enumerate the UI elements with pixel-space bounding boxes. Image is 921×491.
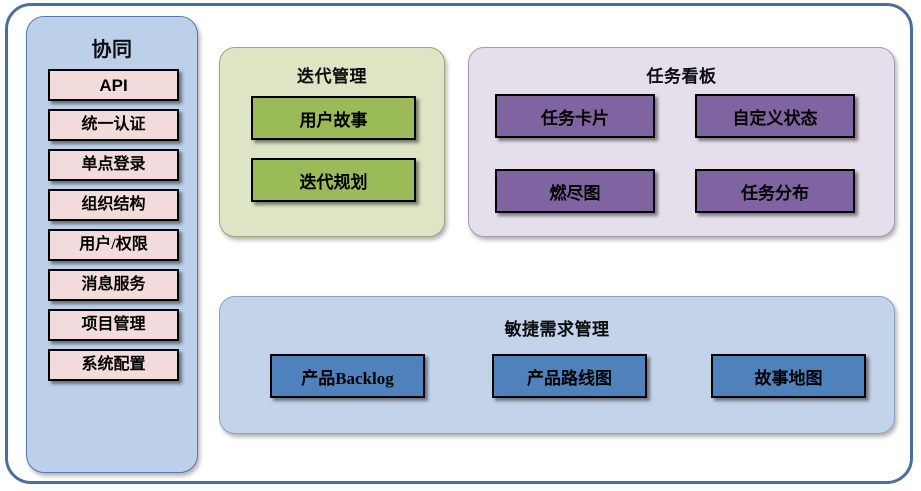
agile-item-label: 故事地图 xyxy=(754,368,823,388)
sidebar-item-label: 统一认证 xyxy=(81,116,146,133)
sidebar-item-user-permissions[interactable]: 用户/权限 xyxy=(48,229,179,261)
iteration-item-iteration-planning[interactable]: 迭代规划 xyxy=(251,158,416,202)
sidebar-item-label: 项目管理 xyxy=(81,316,146,333)
taskboard-item-task-distribution[interactable]: 任务分布 xyxy=(695,169,855,213)
taskboard-item-label: 任务分布 xyxy=(741,183,809,203)
agile-panel-title: 敏捷需求管理 xyxy=(504,320,610,339)
sidebar-item-message-service[interactable]: 消息服务 xyxy=(48,269,179,301)
taskboard-item-label: 燃尽图 xyxy=(549,183,601,203)
taskboard-item-custom-status[interactable]: 自定义状态 xyxy=(695,94,855,138)
sidebar-item-unified-auth[interactable]: 统一认证 xyxy=(48,109,179,141)
iteration-item-label: 迭代规划 xyxy=(299,172,368,192)
sidebar-panel-collaboration[interactable]: 协同 API 统一认证 单点登录 组织结构 用户/权限 消息服务 项目管理 xyxy=(26,16,198,473)
agile-item-story-map[interactable]: 故事地图 xyxy=(711,354,866,398)
agile-item-label: 产品路线图 xyxy=(527,368,612,388)
sidebar-item-label: 系统配置 xyxy=(81,356,146,373)
sidebar-item-label: 用户/权限 xyxy=(79,236,148,253)
sidebar-item-label: 单点登录 xyxy=(81,156,146,173)
sidebar-item-single-sign-on[interactable]: 单点登录 xyxy=(48,149,179,181)
panel-task-board[interactable]: 任务看板 任务卡片 自定义状态 燃尽图 任务分布 xyxy=(468,47,895,237)
taskboard-panel-title: 任务看板 xyxy=(646,67,717,86)
iteration-panel-title: 迭代管理 xyxy=(297,67,367,86)
sidebar-item-list: API 统一认证 单点登录 组织结构 用户/权限 消息服务 项目管理 系统配置 xyxy=(48,69,179,389)
sidebar-item-org-structure[interactable]: 组织结构 xyxy=(48,189,179,221)
taskboard-item-task-card[interactable]: 任务卡片 xyxy=(495,94,655,138)
agile-item-label: 产品Backlog xyxy=(301,368,394,388)
panel-iteration-management[interactable]: 迭代管理 用户故事 迭代规划 xyxy=(219,47,445,237)
sidebar-item-system-config[interactable]: 系统配置 xyxy=(48,349,179,381)
sidebar-item-api[interactable]: API xyxy=(48,69,179,101)
agile-item-product-roadmap[interactable]: 产品路线图 xyxy=(492,354,647,398)
agile-item-product-backlog[interactable]: 产品Backlog xyxy=(270,354,425,398)
sidebar-item-label: 组织结构 xyxy=(81,196,146,213)
iteration-item-label: 用户故事 xyxy=(299,110,368,130)
panel-agile-requirements-management[interactable]: 敏捷需求管理 产品Backlog 产品路线图 故事地图 xyxy=(219,296,895,434)
iteration-item-user-story[interactable]: 用户故事 xyxy=(251,96,416,140)
taskboard-item-burndown-chart[interactable]: 燃尽图 xyxy=(495,169,655,213)
sidebar-item-project-management[interactable]: 项目管理 xyxy=(48,309,179,341)
sidebar-panel-title: 协同 xyxy=(91,39,133,61)
taskboard-item-label: 任务卡片 xyxy=(541,108,609,128)
outer-frame-border xyxy=(5,3,913,484)
taskboard-item-label: 自定义状态 xyxy=(732,108,818,128)
sidebar-item-label: 消息服务 xyxy=(81,276,146,293)
sidebar-item-label: API xyxy=(99,75,128,95)
